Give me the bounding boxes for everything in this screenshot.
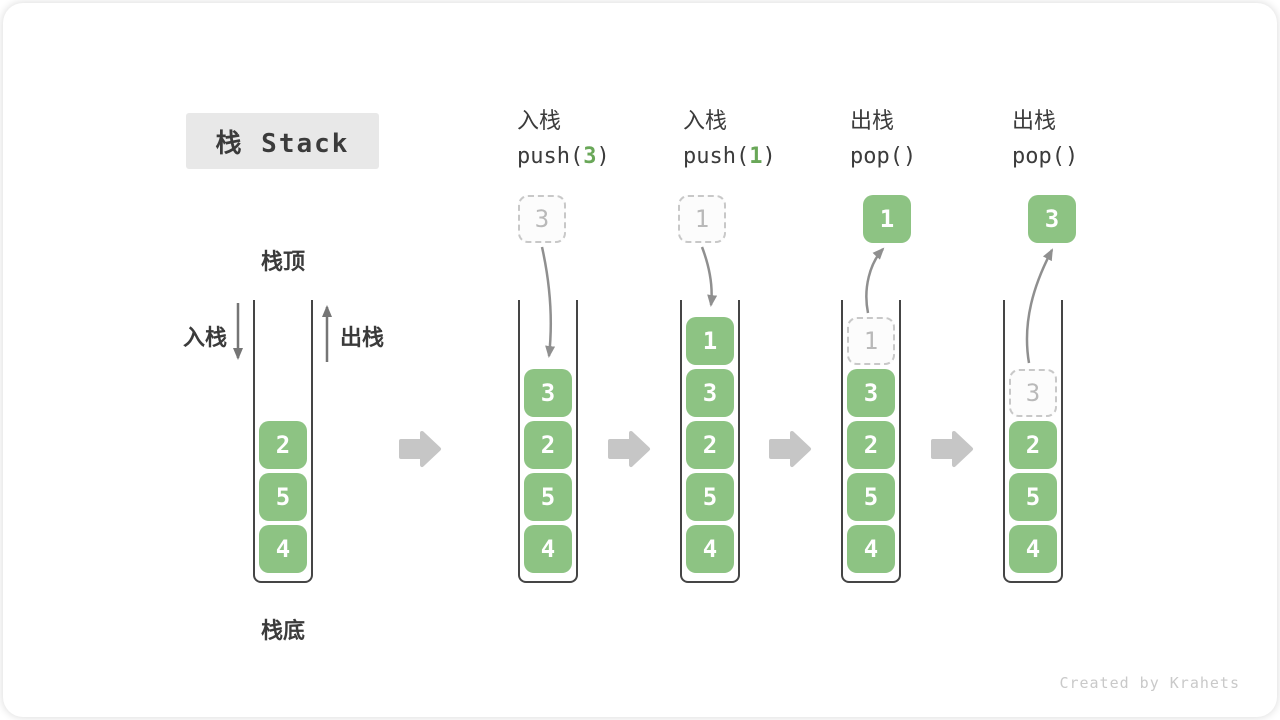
stack-state-3: 1 3 2 5 4	[841, 300, 901, 583]
stack-cell: 5	[259, 473, 307, 521]
operation-code: pop()	[850, 138, 1010, 176]
incoming-element-box: 3	[518, 195, 566, 243]
operation-code: push(1)	[683, 138, 843, 176]
stack-cell: 2	[1009, 421, 1057, 469]
operation-header-push-3: 入栈 push(3)	[517, 104, 677, 176]
next-state-arrow-icon	[769, 431, 811, 467]
operation-label: 出栈	[1012, 108, 1057, 133]
code-text: pop(	[850, 144, 903, 169]
stack-cell: 4	[1009, 525, 1057, 573]
stack-state-4: 3 2 5 4	[1003, 300, 1063, 583]
stack-state-0: 2 5 4	[253, 300, 313, 583]
page-title: 栈 Stack	[186, 113, 379, 169]
push-flow-arrow-icon	[700, 246, 718, 307]
code-text: push(	[517, 144, 584, 169]
stack-top-label: 栈顶	[260, 249, 305, 274]
code-text: )	[1064, 144, 1079, 169]
stack-state-2: 1 3 2 5 4	[680, 300, 740, 583]
operation-label: 入栈	[517, 108, 562, 133]
stack-cell: 4	[259, 525, 307, 573]
stack-cell-ghost: 3	[1009, 369, 1057, 417]
code-arg: 1	[749, 144, 763, 169]
diagram-card: 栈 Stack 栈顶 栈底 入栈 出栈 入栈 push(3) 入栈 push(1…	[3, 3, 1277, 717]
stack-cell: 4	[524, 525, 572, 573]
popped-element-box: 1	[863, 195, 911, 243]
stack-cell: 3	[847, 369, 895, 417]
stack-cell: 2	[847, 421, 895, 469]
stack-cell: 3	[524, 369, 572, 417]
push-side-label: 入栈	[183, 325, 228, 350]
stack-cell: 2	[259, 421, 307, 469]
operation-code: push(3)	[517, 138, 677, 176]
operation-header-pop-1: 出栈 pop()	[850, 104, 1010, 176]
stack-cell: 4	[847, 525, 895, 573]
operation-code: pop()	[1012, 138, 1172, 176]
stack-cell: 2	[524, 421, 572, 469]
stack-cell-ghost: 1	[847, 317, 895, 365]
code-text: )	[762, 144, 776, 169]
stack-state-1: 3 2 5 4	[518, 300, 578, 583]
stack-cell: 5	[1009, 473, 1057, 521]
operation-label: 入栈	[683, 108, 728, 133]
stack-cell: 5	[686, 473, 734, 521]
code-arg: 3	[583, 144, 597, 169]
operation-header-pop-2: 出栈 pop()	[1012, 104, 1172, 176]
stack-cell: 2	[686, 421, 734, 469]
code-text: )	[596, 144, 610, 169]
operation-header-push-1: 入栈 push(1)	[683, 104, 843, 176]
stack-cell: 3	[686, 369, 734, 417]
popped-element-box: 3	[1028, 195, 1076, 243]
stack-cell: 5	[524, 473, 572, 521]
watermark: Created by Krahets	[1059, 674, 1240, 692]
next-state-arrow-icon	[931, 431, 973, 467]
code-text: )	[902, 144, 917, 169]
stack-bottom-label: 栈底	[260, 618, 305, 643]
incoming-element-box: 1	[678, 195, 726, 243]
next-state-arrow-icon	[399, 431, 441, 467]
pop-side-label: 出栈	[340, 325, 385, 350]
stack-cell: 4	[686, 525, 734, 573]
stack-cell: 5	[847, 473, 895, 521]
code-text: pop(	[1012, 144, 1065, 169]
next-state-arrow-icon	[608, 431, 650, 467]
operation-label: 出栈	[850, 108, 895, 133]
stack-cell: 1	[686, 317, 734, 365]
code-text: push(	[683, 144, 750, 169]
